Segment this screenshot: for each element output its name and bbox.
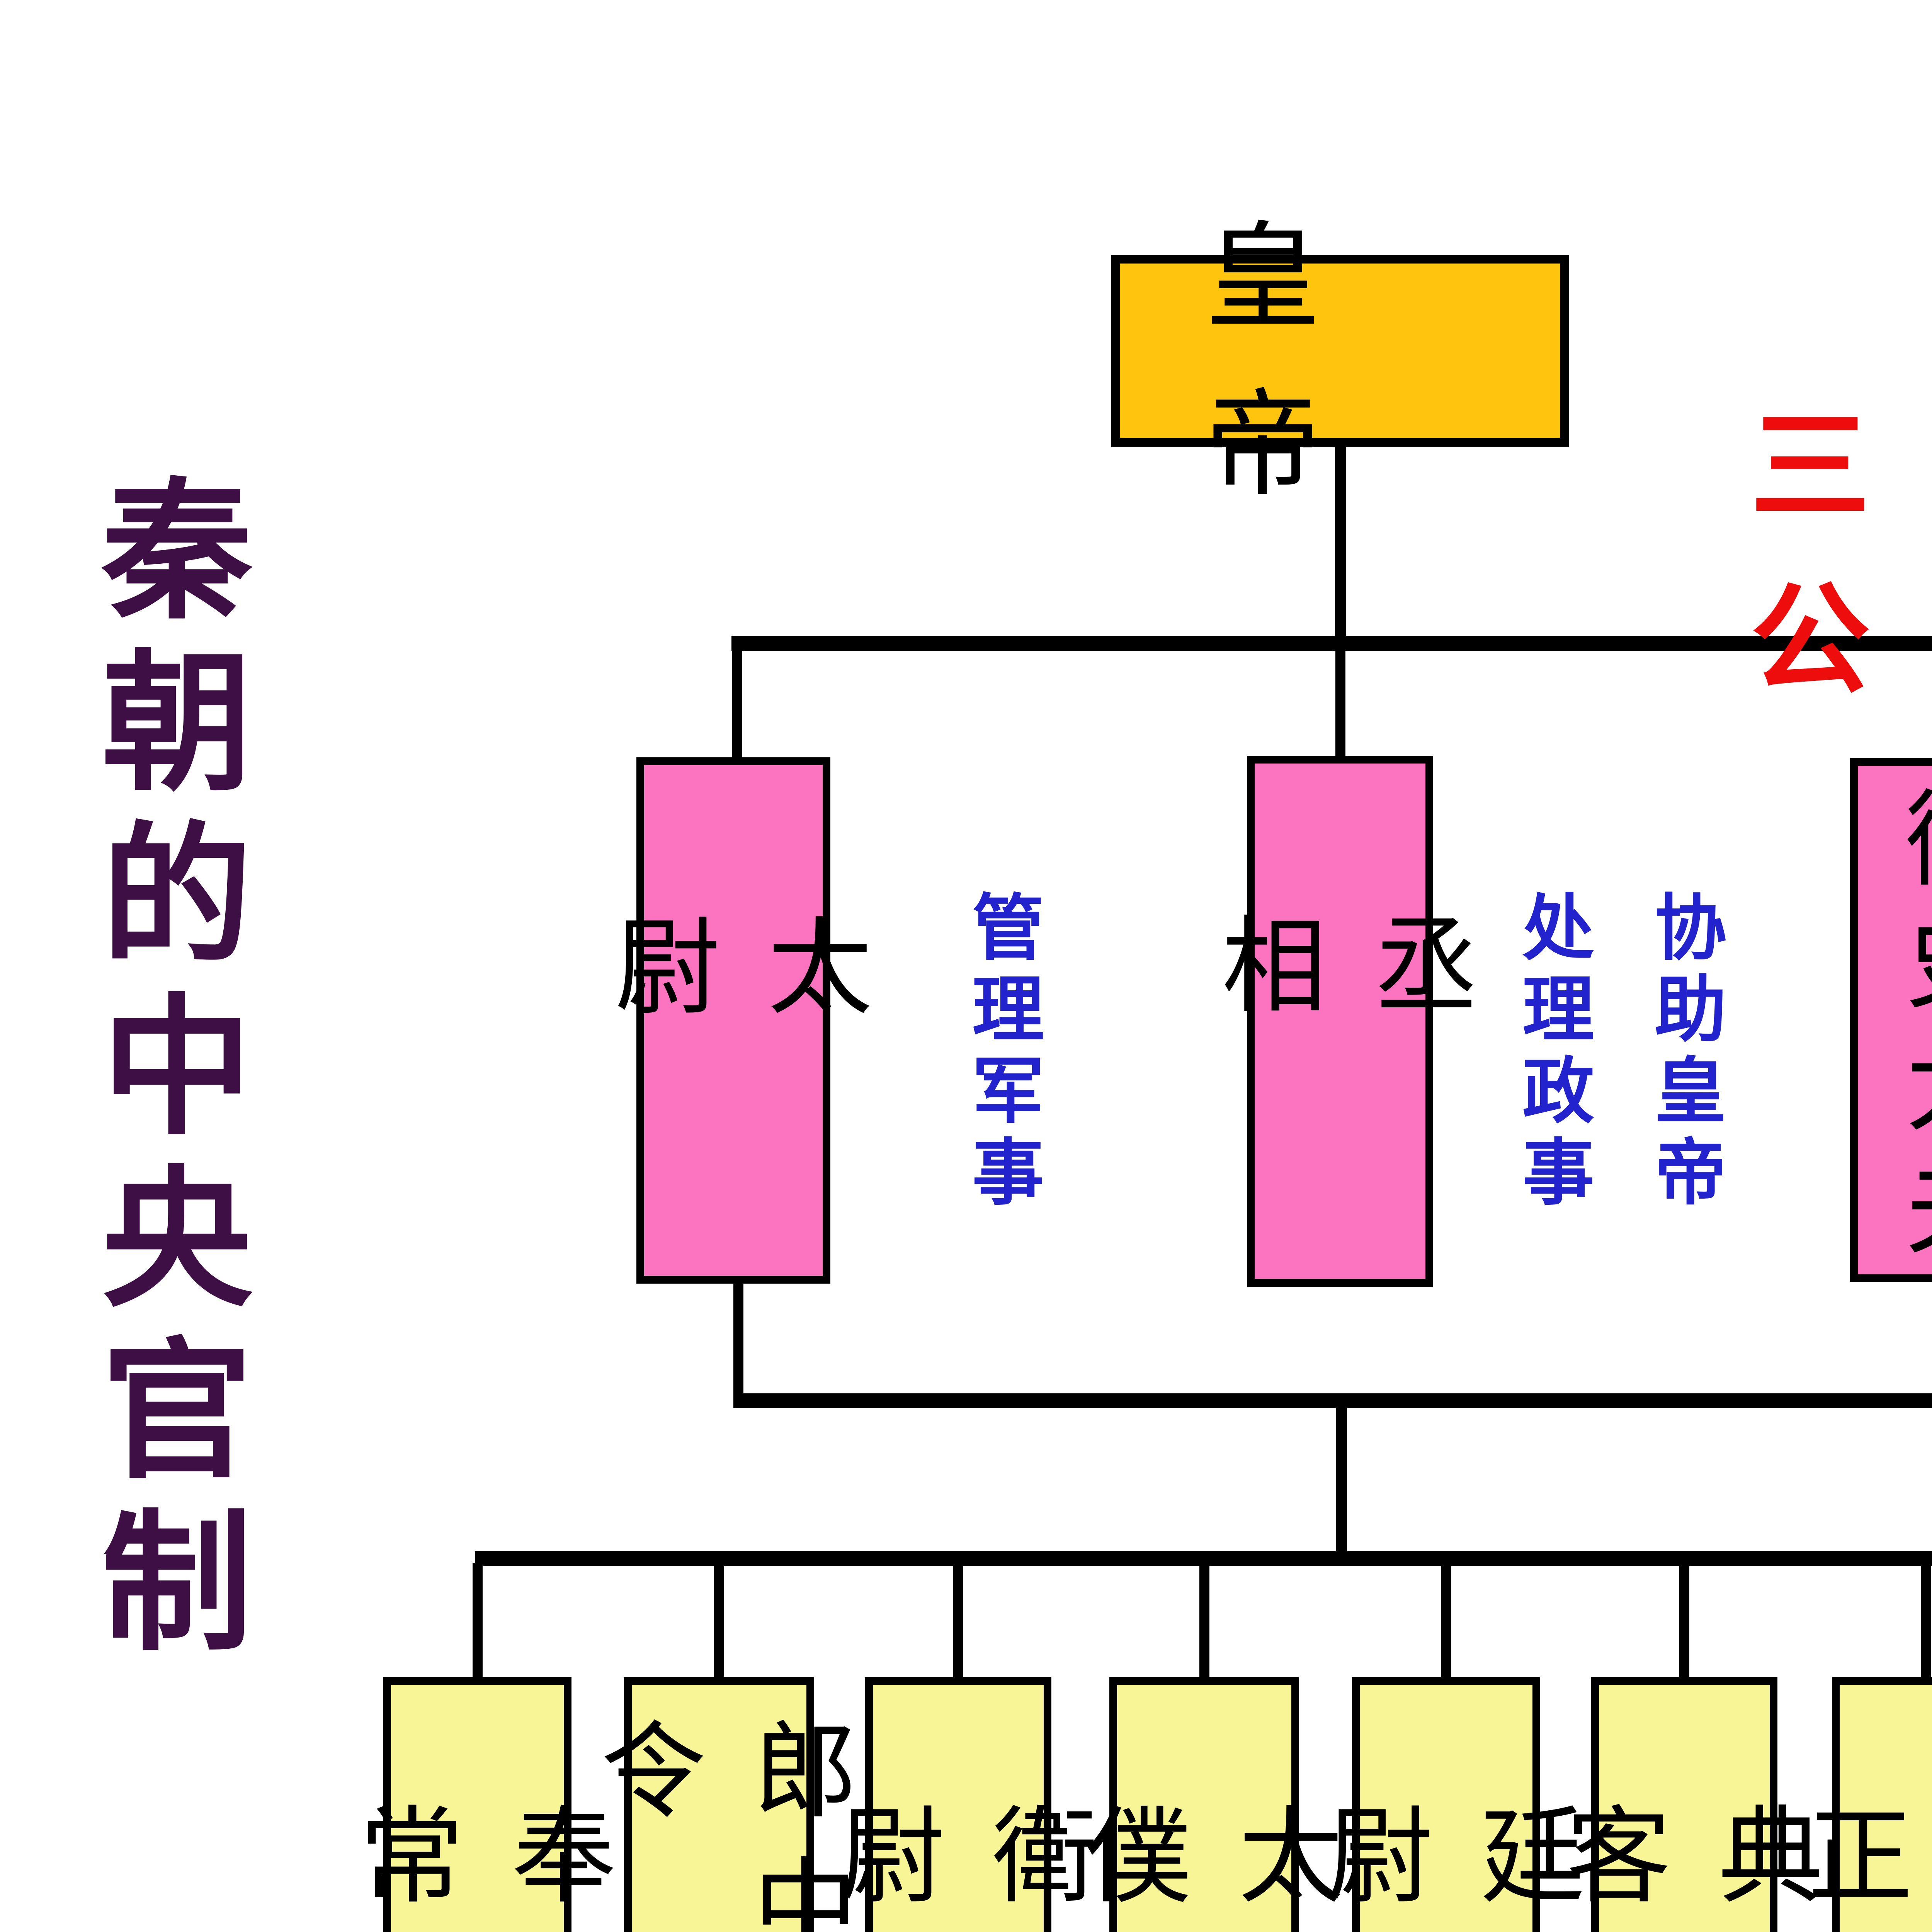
lord-box-yushidafu: 御史大夫	[1850, 758, 1932, 1282]
connector-minister-stub-line	[1679, 1563, 1689, 1679]
diagram-title-wrap: 秦朝的中央官制	[75, 433, 249, 1692]
duty-note-chengxiang: 协助皇帝处理政事	[1511, 889, 1723, 1216]
minister-box-langzhongling: 郎中令	[585, 1677, 854, 1932]
minister-box-zongzheng: 宗正	[1792, 1677, 1932, 1932]
minister-label: 宗正	[1792, 1801, 1908, 1932]
minister-box-weiwei: 衛尉	[824, 1677, 1093, 1932]
minister-box-tingwei: 廷尉	[1312, 1677, 1581, 1932]
duty-note-chengxiang-wrap: 协助皇帝处理政事	[1511, 885, 1723, 1216]
connector-middle-horizontal-line	[733, 1393, 1932, 1408]
lord-label-taiwei: 太尉	[599, 912, 868, 1164]
duty-note-taiwei-wrap: 管理军事	[958, 885, 1043, 1216]
emperor-label: 皇帝	[1205, 214, 1406, 510]
minister-label: 衛尉	[824, 1801, 1093, 1932]
minister-label: 太僕	[1070, 1801, 1339, 1932]
connector-center-drop-line	[1336, 1406, 1347, 1556]
minister-box-fengchang: 奉常	[344, 1677, 612, 1932]
minister-box-taipu: 太僕	[1070, 1677, 1339, 1932]
connector-emperor-stub-line	[1335, 444, 1346, 651]
three-lords-group-label-wrap: 三公	[1735, 402, 1932, 708]
minister-label: 廷尉	[1312, 1801, 1581, 1932]
connector-top-horizontal-line	[731, 636, 1932, 651]
duty-note-taiwei: 管理军事	[961, 889, 1041, 1216]
connector-minister-stub-line	[1199, 1563, 1209, 1679]
emperor-box: 皇帝	[1111, 214, 1569, 510]
minister-label: 奉常	[343, 1801, 612, 1932]
lord-label-chengxiang: 丞相	[1206, 910, 1475, 1162]
lord-label-yushidafu: 御史大夫	[1889, 784, 1932, 1274]
lord-box-taiwei: 太尉	[599, 757, 868, 1284]
minister-label: 郎中令	[585, 1716, 854, 1932]
lord-box-chengxiang: 丞相	[1206, 756, 1475, 1287]
minister-box-dianke: 典客	[1550, 1677, 1819, 1932]
connector-minister-stub-line	[953, 1563, 963, 1679]
connector-minister-stub-line	[473, 1563, 483, 1679]
connector-minister-stub-line	[1441, 1563, 1451, 1679]
three-lords-group-label: 三公	[1750, 402, 1886, 708]
connector-minister-stub-line	[1921, 1563, 1931, 1679]
diagram-title: 秦朝的中央官制	[79, 471, 246, 1675]
connector-minister-stub-line	[714, 1563, 724, 1679]
minister-label: 典客	[1550, 1801, 1819, 1932]
connector-taiwei-top-stub-line	[732, 647, 742, 761]
connector-taiwei-bottom-stub-line	[733, 1281, 743, 1397]
connector-chengxiang-top-stub-line	[1335, 647, 1345, 759]
